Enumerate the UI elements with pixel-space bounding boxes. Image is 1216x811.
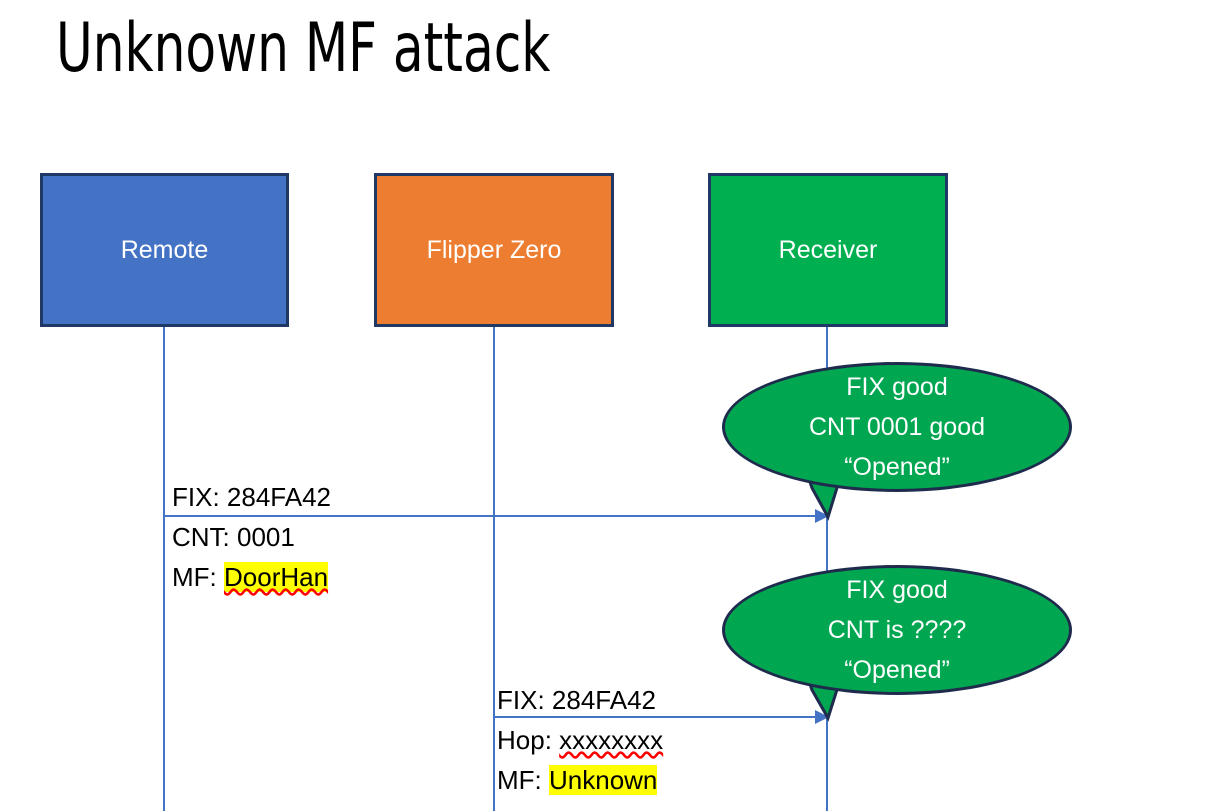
message2-hop-value: xxxxxxxx [559,725,664,755]
message2-label-hop: Hop: xxxxxxxx [497,720,663,760]
message1-label-cnt: CNT: 0001 [172,522,295,552]
message1-mf-value-highlighted: DoorHan [224,562,329,592]
bubble1-line-1: FIX good [846,373,948,401]
actor-label-receiver: Receiver [778,235,878,264]
actor-box-receiver[interactable]: Receiver [708,173,948,327]
message2-label-mf: MF: Unknown [497,760,663,800]
speech-bubble-receiver-2: FIX good CNT is ???? “Opened” [722,565,1072,695]
lifeline-flipper-zero [493,327,495,811]
speech-bubble-receiver-1: FIX good CNT 0001 good “Opened” [722,362,1072,492]
lifeline-remote [163,327,165,811]
message2-hop-prefix: Hop: [497,725,560,755]
actor-box-remote[interactable]: Remote [40,173,289,327]
message1-label-body: CNT: 0001 MF: DoorHan [172,517,329,597]
actor-label-remote: Remote [120,235,209,264]
bubble2-line-2: CNT is ???? [827,616,967,644]
message2-label-fix: FIX: 284FA42 [497,685,656,715]
bubble2-line-1: FIX good [846,576,948,604]
message1-label-mf: MF: DoorHan [172,557,329,597]
message2-label-body: Hop: xxxxxxxx MF: Unknown [497,720,663,800]
message1-mf-prefix: MF: [172,562,224,592]
actor-label-flipper-zero: Flipper Zero [426,235,562,264]
bubble1-line-3: “Opened” [844,453,950,481]
actor-box-flipper-zero[interactable]: Flipper Zero [374,173,614,327]
message2-mf-prefix: MF: [497,765,549,795]
page-title: Unknown MF attack [56,9,551,88]
lifeline-receiver [826,327,828,811]
bubble2-line-3: “Opened” [844,656,950,684]
message1-label-fix: FIX: 284FA42 [172,482,331,512]
message2-mf-value-highlighted: Unknown [549,765,658,795]
bubble1-line-2: CNT 0001 good [808,413,986,441]
